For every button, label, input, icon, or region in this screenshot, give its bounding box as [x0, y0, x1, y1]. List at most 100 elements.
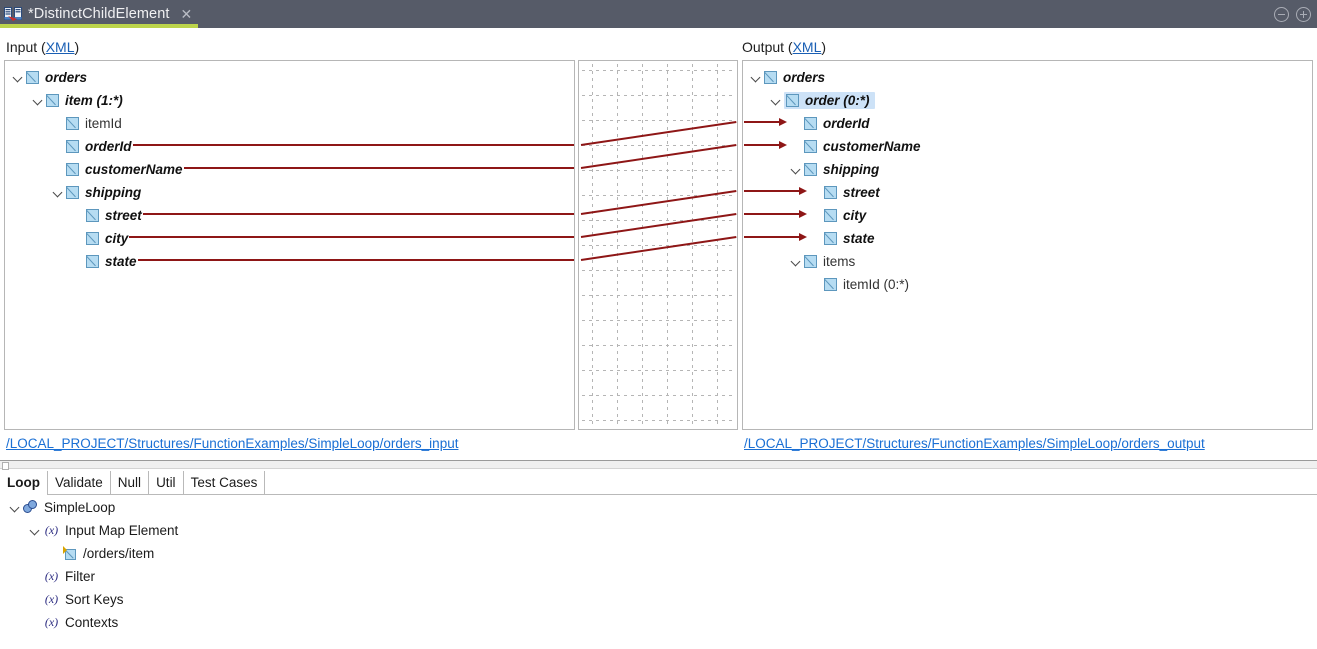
tab-util[interactable]: Util — [149, 471, 184, 494]
tree-row[interactable]: order (0:*) — [769, 89, 875, 111]
tree-row-content: itemId (0:*) — [824, 277, 909, 292]
tree-row-label: street — [105, 207, 142, 223]
title-bar: *DistinctChildElement ✕ — [0, 0, 1317, 28]
output-label-prefix: Output ( — [742, 39, 793, 55]
connection-line — [580, 144, 737, 169]
tree-row-content: orderId — [804, 116, 870, 131]
tree-row-content: customerName — [66, 162, 183, 177]
tree-row[interactable]: shipping — [789, 158, 879, 180]
tree-row-label: itemId — [85, 115, 122, 131]
tree-row-content: customerName — [804, 139, 921, 154]
tab-test-cases[interactable]: Test Cases — [183, 471, 266, 494]
list-item-label: Contexts — [65, 615, 119, 630]
tab-validate[interactable]: Validate — [48, 471, 111, 494]
list-item-label: /orders/item — [83, 546, 155, 561]
chevron-down-icon[interactable] — [789, 162, 804, 177]
xml-element-icon — [804, 116, 817, 130]
chevron-down-icon[interactable] — [789, 254, 804, 269]
mapping-canvas-pane[interactable] — [578, 60, 738, 430]
grid-line-horizontal — [582, 295, 734, 296]
xml-element-icon — [824, 208, 837, 222]
tree-row[interactable]: city — [809, 204, 866, 226]
function-fx-icon: (x) — [44, 569, 59, 583]
list-item-label: Sort Keys — [65, 592, 124, 607]
tree-row[interactable]: shipping — [51, 181, 141, 203]
tree-row-label: orders — [45, 69, 88, 85]
input-path-link[interactable]: /LOCAL_PROJECT/Structures/FunctionExampl… — [6, 436, 459, 451]
xpath-element-icon — [63, 545, 78, 561]
tree-row-content: shipping — [66, 185, 141, 200]
xml-element-icon — [824, 277, 837, 291]
tree-row[interactable]: customerName — [789, 135, 921, 157]
chevron-down-icon[interactable] — [28, 523, 43, 538]
tree-row[interactable]: orders — [11, 66, 87, 88]
tree-row-content: street — [824, 185, 880, 200]
grid-line-horizontal — [582, 170, 734, 171]
tree-row[interactable]: itemId (0:*) — [809, 273, 909, 295]
tree-row-content: itemId — [66, 116, 122, 131]
tree-row[interactable]: street — [71, 204, 142, 226]
tree-row[interactable]: items — [789, 250, 855, 272]
input-tree-pane[interactable]: orders item (1:*) itemId orderId customerNam… — [4, 60, 575, 430]
tree-row-label: shipping — [85, 184, 142, 200]
list-item[interactable]: (x)Sort Keys — [28, 588, 124, 611]
tree-row-label: order (0:*) — [805, 92, 870, 108]
list-item[interactable]: /orders/item — [48, 542, 154, 565]
tree-row[interactable]: state — [809, 227, 875, 249]
input-label-suffix: ) — [74, 39, 80, 55]
tab-null[interactable]: Null — [110, 471, 150, 494]
tree-row[interactable]: orderId — [789, 112, 870, 134]
minimize-icon[interactable] — [1274, 6, 1289, 22]
chevron-down-icon[interactable] — [769, 93, 784, 108]
xml-element-icon — [86, 231, 99, 245]
output-tree-pane[interactable]: orders order (0:*) orderId customerName ship… — [742, 60, 1313, 430]
tree-row[interactable]: orders — [749, 66, 825, 88]
chevron-down-icon[interactable] — [31, 93, 46, 108]
tree-row[interactable]: orderId — [51, 135, 132, 157]
tab-label: Test Cases — [190, 475, 258, 490]
xml-element-icon — [786, 93, 799, 107]
list-item[interactable]: (x)Filter — [28, 565, 95, 588]
xml-element-icon — [824, 185, 837, 199]
output-path-link[interactable]: /LOCAL_PROJECT/Structures/FunctionExampl… — [744, 436, 1205, 451]
connection-arrow-icon — [799, 232, 807, 241]
editor-tab-distinctchildelement[interactable]: *DistinctChildElement ✕ — [0, 0, 199, 28]
xml-element-icon — [804, 139, 817, 153]
maximize-icon[interactable] — [1296, 6, 1311, 22]
chevron-down-icon[interactable] — [749, 70, 764, 85]
xml-element-icon — [46, 93, 59, 107]
tree-row-label: city — [105, 230, 129, 246]
connection-line — [580, 190, 737, 215]
grid-line-horizontal — [582, 245, 734, 246]
connection-line — [133, 144, 574, 146]
list-item[interactable]: (x)Contexts — [28, 611, 118, 634]
input-xml-link[interactable]: XML — [45, 39, 75, 55]
list-item[interactable]: (x)Input Map Element — [28, 519, 179, 542]
tab-loop[interactable]: Loop — [0, 471, 48, 495]
xml-element-icon — [66, 139, 79, 153]
xml-element-icon — [86, 254, 99, 268]
xml-element-icon — [824, 231, 837, 245]
panel-sash[interactable] — [0, 460, 1317, 470]
list-item[interactable]: SimpleLoop — [8, 496, 115, 519]
close-icon[interactable]: ✕ — [180, 6, 193, 22]
tree-row[interactable]: customerName — [51, 158, 183, 180]
output-xml-link[interactable]: XML — [792, 39, 822, 55]
chevron-down-icon[interactable] — [8, 500, 23, 515]
tree-row[interactable]: street — [809, 181, 880, 203]
tree-row[interactable]: city — [71, 227, 128, 249]
editor-tab-title: *DistinctChildElement — [28, 6, 170, 22]
connection-line — [129, 236, 574, 238]
tree-row[interactable]: itemId — [51, 112, 122, 134]
chevron-down-icon[interactable] — [51, 185, 66, 200]
tree-row[interactable]: item (1:*) — [31, 89, 123, 111]
connection-line — [580, 121, 737, 146]
tree-row-label: city — [843, 207, 867, 223]
tree-row-label: orders — [783, 69, 826, 85]
grid-line-horizontal — [582, 270, 734, 271]
chevron-down-icon[interactable] — [11, 70, 26, 85]
tree-row[interactable]: state — [71, 250, 137, 272]
output-label-suffix: ) — [821, 39, 827, 55]
grid-line-horizontal — [582, 70, 734, 71]
